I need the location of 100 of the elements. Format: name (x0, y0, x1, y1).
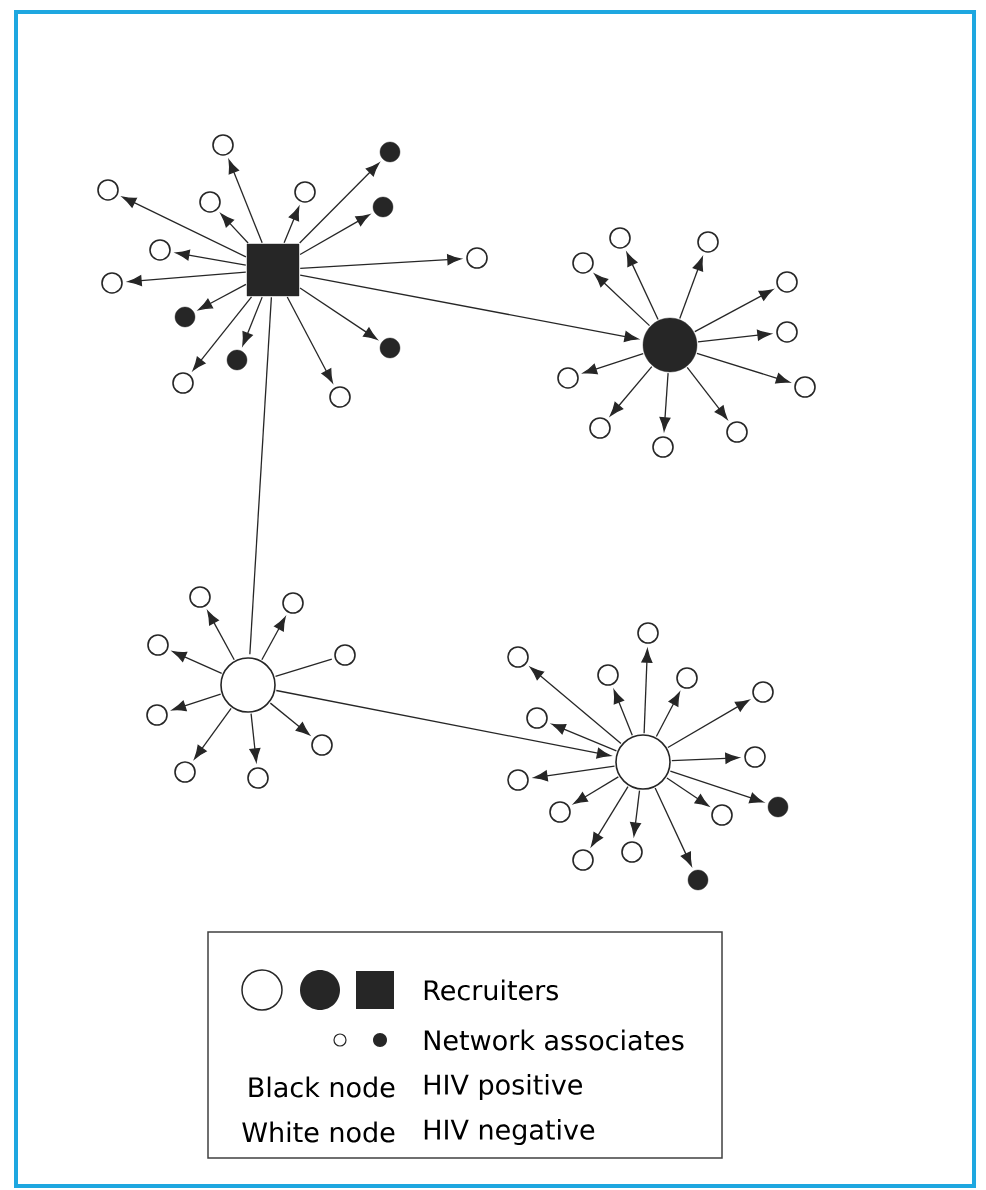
arrow (122, 196, 247, 258)
legend-key: White node (242, 1121, 395, 1143)
small-circle (294, 181, 316, 203)
arrow (551, 723, 618, 752)
small-circle (589, 417, 611, 439)
small-circle (526, 707, 548, 729)
small-circle (101, 272, 123, 294)
arrow (286, 296, 333, 384)
arrow (194, 707, 232, 760)
arrow (655, 691, 680, 738)
small-circle (466, 247, 488, 269)
arrow (630, 789, 641, 837)
arrow (299, 214, 370, 256)
arrow (669, 770, 764, 804)
arrow (694, 289, 774, 333)
small-circle (146, 704, 168, 726)
small-circle (637, 622, 659, 644)
small-circle (557, 367, 579, 389)
arrow (299, 274, 639, 342)
small-circle (507, 646, 529, 668)
small-circle (572, 252, 594, 274)
small-circle (676, 667, 698, 689)
arrow (198, 283, 247, 311)
arrow (626, 252, 659, 321)
filled-dot (379, 337, 401, 359)
small-circle (597, 664, 619, 686)
arrow (686, 366, 728, 420)
small-circle (752, 681, 774, 703)
square (246, 243, 300, 297)
small-circle (199, 191, 221, 213)
open-circle (615, 734, 671, 790)
filled-dot (372, 196, 394, 218)
arrow (220, 213, 249, 244)
arrow (697, 329, 772, 343)
arrow (192, 296, 253, 371)
arrow (610, 365, 653, 417)
legend-text: HIV negative (424, 1118, 595, 1146)
small-circle (282, 592, 304, 614)
filled-dot (226, 349, 248, 371)
small-circle (174, 761, 196, 783)
arrow (127, 271, 247, 287)
small-circle (776, 321, 798, 343)
small-circle (212, 134, 234, 156)
filled-dot (767, 796, 789, 818)
arrow (172, 693, 222, 712)
small-circle (311, 734, 333, 756)
small-circle (172, 372, 194, 394)
small-circle (726, 421, 748, 443)
arrow (242, 296, 263, 346)
small-circle (149, 239, 171, 261)
small-circle (744, 746, 766, 768)
small-circle (189, 586, 211, 608)
small-circle (247, 767, 269, 789)
arrow (175, 249, 247, 266)
arrow (207, 610, 235, 661)
legend-text: HIV positive (424, 1073, 582, 1101)
arrow (249, 712, 261, 763)
open-circle (220, 657, 276, 713)
legend-key: Black node (249, 1076, 395, 1098)
arrow (529, 666, 622, 745)
arrow (299, 254, 462, 270)
arrow (696, 352, 790, 384)
arrow (667, 699, 750, 749)
small-circle (697, 231, 719, 253)
filled-dot (687, 869, 709, 891)
small-circle (609, 227, 631, 249)
arrow (594, 273, 651, 327)
arrow (666, 777, 709, 807)
small-circle (97, 179, 119, 201)
arrow (659, 372, 671, 432)
legend-text: Network associates (424, 1029, 684, 1051)
filled-dot (379, 141, 401, 163)
arrow (590, 785, 629, 847)
small-circle (794, 376, 816, 398)
arrow (613, 689, 633, 736)
small-circle (572, 849, 594, 871)
arrow (172, 651, 223, 674)
small-circle (334, 644, 356, 666)
arrow (641, 648, 653, 734)
arrow (679, 256, 704, 320)
arrow (573, 776, 619, 805)
arrow (269, 702, 310, 736)
arrow (299, 287, 378, 340)
arrow (275, 689, 611, 759)
arrow (654, 787, 692, 867)
arrow (299, 162, 380, 244)
small-circle (652, 436, 674, 458)
arrow (583, 353, 644, 375)
small-circle (621, 841, 643, 863)
small-circle (507, 769, 529, 791)
arrow (533, 765, 616, 782)
filled-circle (642, 317, 698, 373)
small-circle (147, 634, 169, 656)
arrow (671, 752, 740, 764)
small-circle (776, 271, 798, 293)
small-circle (329, 386, 351, 408)
filled-dot (174, 306, 196, 328)
small-circle (549, 801, 571, 823)
legend-text: Recruiters (424, 979, 558, 1001)
arrow (283, 206, 300, 244)
